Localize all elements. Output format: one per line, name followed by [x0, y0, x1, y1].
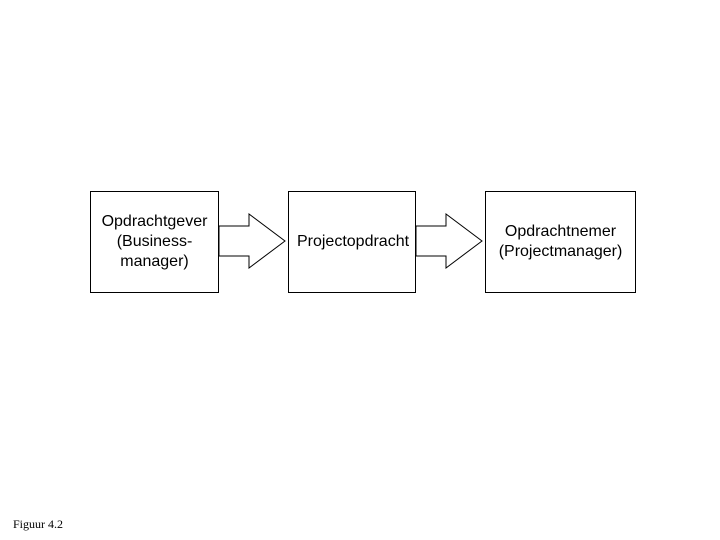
projectopdracht-box: Projectopdracht	[288, 191, 416, 293]
opdrachtnemer-label: Opdrachtnemer (Projectmanager)	[498, 223, 623, 260]
opdrachtnemer-box: Opdrachtnemer (Projectmanager)	[485, 191, 636, 293]
projectopdracht-label: Projectopdracht	[296, 233, 410, 250]
figure-caption: Figuur 4.2	[13, 517, 64, 531]
opdrachtgever-label: Opdrachtgever (Business- manager)	[101, 213, 208, 270]
arrow-1	[218, 213, 286, 269]
opdrachtgever-box: Opdrachtgever (Business- manager)	[90, 191, 219, 293]
arrow-2	[415, 213, 483, 269]
